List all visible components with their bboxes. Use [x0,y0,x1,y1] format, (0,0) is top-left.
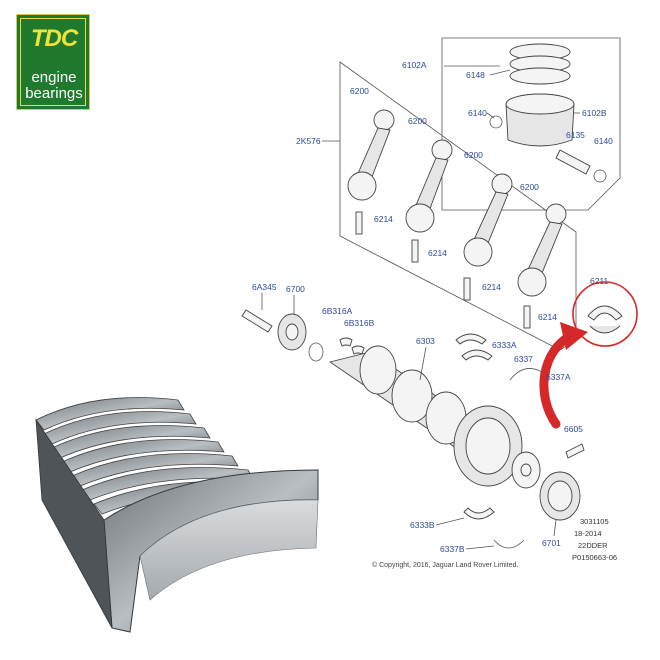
callout-6214-2: 6214 [428,248,447,258]
callout-6200-1: 6200 [350,86,369,96]
callout-6214-1: 6214 [374,214,393,224]
callout-6200-2: 6200 [408,116,427,126]
callout-6102A: 6102A [402,60,427,70]
callout-6337: 6337 [514,354,533,364]
washer [308,342,324,362]
connecting-rod-2 [405,139,453,263]
main-bearing-shell-lower [463,507,495,520]
dowel-6605 [565,443,585,459]
callout-6605: 6605 [564,424,583,434]
callout-6B316A: 6B316A [322,306,353,316]
callout-2K576: 2K576 [296,136,321,146]
circlip-right [593,169,607,183]
key-6B316A [339,337,353,347]
circlip-left [489,115,503,129]
highlight-circle [572,281,638,347]
ref-line-4: P0150663-06 [572,553,617,562]
callout-6200-4: 6200 [520,182,539,192]
thrust-washer-upper [509,368,543,381]
callout-6701: 6701 [542,538,561,548]
ref-line-1: 3031105 [580,517,609,526]
callout-6337A: 6337A [546,372,571,382]
ref-line-3: 22DDER [578,541,608,550]
crankshaft: 6303 [328,336,541,489]
logo-line-engine: engine [31,69,77,86]
callout-6333B: 6333B [410,520,435,530]
shell-stack-edges [35,418,113,629]
shell-stack [35,397,319,633]
highlighted-bearing: 6211 [539,276,638,429]
main-bearings: 6333A 6337 6337A 6333B 6337B [410,333,571,554]
callout-6A345: 6A345 [252,282,277,292]
piston-ring-3 [509,67,571,85]
callout-6303: 6303 [416,336,435,346]
callout-6700: 6700 [286,284,305,294]
piston-group: 6102A 6148 6140 6102B 6135 6140 [402,37,621,211]
bolt-6A345 [241,309,273,333]
callout-6148: 6148 [466,70,485,80]
highlight-arrow-head [560,322,588,350]
connecting-rod-3 [463,173,513,301]
logo-line-bearings: bearings [25,85,83,102]
main-bearing-shell-upper [455,333,487,345]
copyright-text: © Copyright, 2016, Jaguar Land Rover Lim… [372,561,518,569]
callout-6333A: 6333A [492,340,517,350]
callout-6214-4: 6214 [538,312,557,322]
ref-line-2: 18-2014 [574,529,602,538]
thrust-washer-lower [493,539,525,549]
logo-brand: TDC [30,25,78,52]
rear-parts: 6605 6701 [539,424,585,548]
piston-group-frame [441,37,621,211]
connecting-rod-1 [347,109,395,235]
callout-6B316B: 6B316B [344,318,375,328]
callout-6211: 6211 [590,276,609,286]
callout-6135: 6135 [566,130,585,140]
callout-6337B: 6337B [440,544,465,554]
front-shell-inner-face [139,499,319,601]
bearing-shell-6211 [587,305,623,321]
crank-front-parts: 6A345 6700 6B316A 6B316B [241,282,375,362]
connecting-rod-4 [517,203,567,329]
callout-6140-right: 6140 [594,136,613,146]
piston-pin [555,149,591,175]
tdc-logo: TDC engine bearings [16,14,90,110]
logo-frame: TDC engine bearings [20,18,86,106]
callout-6214-3: 6214 [482,282,501,292]
callout-6140: 6140 [468,108,487,118]
piston-crown [505,93,575,115]
key-6B316B [351,345,365,355]
bearing-shells-photo [35,397,319,633]
callout-6200-3: 6200 [464,150,483,160]
callout-6102B: 6102B [582,108,607,118]
